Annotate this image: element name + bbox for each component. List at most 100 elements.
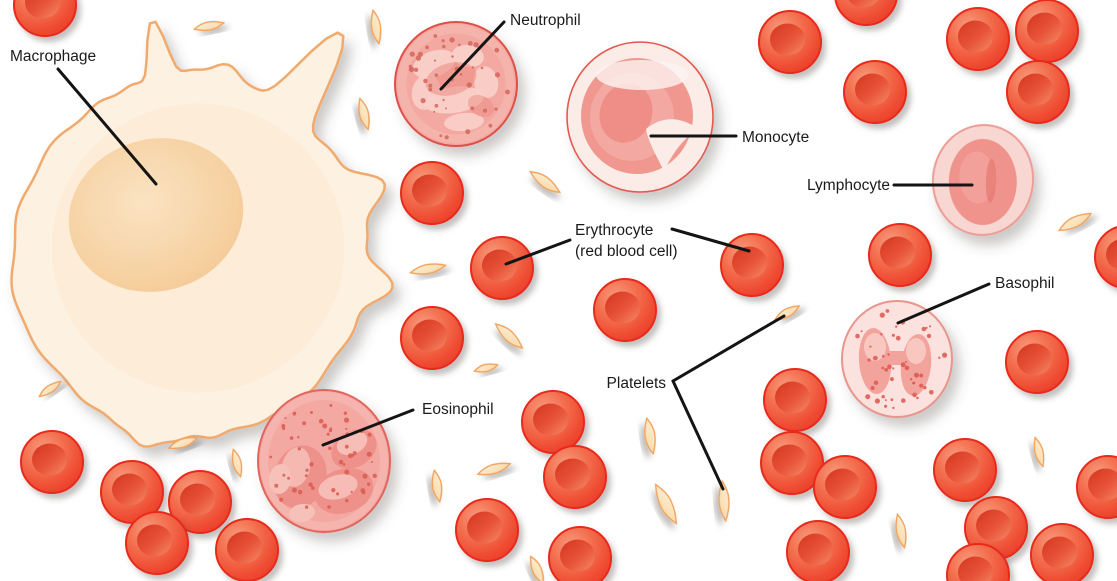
granule-dot bbox=[292, 411, 297, 416]
granule-dot bbox=[451, 55, 454, 58]
granule-dot bbox=[352, 451, 357, 456]
granule-dot bbox=[874, 398, 880, 404]
granule-dot bbox=[327, 505, 331, 509]
erythrocyte-dimple bbox=[605, 291, 640, 324]
platelets-label-text: Platelets bbox=[607, 375, 667, 392]
granule-dot bbox=[350, 490, 353, 493]
erythrocyte-dimple bbox=[112, 473, 147, 506]
granule-dot bbox=[304, 474, 308, 478]
erythrocyte-cell bbox=[1094, 226, 1117, 288]
erythrocyte-dimple bbox=[775, 381, 810, 414]
granule-dot bbox=[297, 447, 301, 451]
granule-dot bbox=[901, 398, 906, 403]
granule-dot bbox=[298, 489, 303, 495]
platelet bbox=[1057, 212, 1093, 232]
granule-dot bbox=[873, 380, 879, 385]
granule-dot bbox=[284, 417, 287, 420]
platelet bbox=[408, 263, 448, 275]
granule-dot bbox=[367, 482, 371, 486]
erythrocyte-cell bbox=[760, 431, 824, 495]
macrophage-nucleus bbox=[68, 138, 244, 292]
platelet-body bbox=[1033, 436, 1045, 468]
platelet-body bbox=[431, 468, 443, 504]
granule-dot bbox=[409, 51, 415, 57]
platelet bbox=[654, 483, 678, 525]
erythrocyte-cell bbox=[13, 0, 77, 37]
granule-dot bbox=[362, 491, 366, 495]
erythrocyte-dimple bbox=[32, 443, 67, 476]
granule-dot bbox=[305, 468, 309, 472]
label-erythrocyte: Erythrocyte(red blood cell) bbox=[504, 222, 751, 266]
granule-dot bbox=[367, 432, 372, 437]
platelet-body bbox=[529, 555, 545, 581]
cell-detail bbox=[906, 338, 926, 364]
label-neutrophil: Neutrophil bbox=[439, 12, 581, 91]
cell-detail bbox=[467, 94, 495, 118]
granule-dot bbox=[467, 41, 473, 46]
granule-dot bbox=[879, 312, 885, 318]
granule-dot bbox=[328, 429, 333, 433]
white-cells-layer bbox=[257, 21, 1035, 533]
erythrocyte-cell bbox=[470, 236, 534, 300]
platelet bbox=[167, 436, 199, 450]
erythrocyte-dimple bbox=[560, 539, 595, 572]
granule-dot bbox=[439, 134, 443, 138]
granule-dot bbox=[338, 459, 344, 465]
granule-dot bbox=[420, 98, 426, 104]
granule-dot bbox=[884, 367, 889, 372]
erythrocyte-dimple bbox=[137, 524, 172, 557]
platelet bbox=[528, 170, 562, 194]
erythrocyte-dimple bbox=[482, 249, 517, 282]
platelet bbox=[895, 512, 907, 550]
erythrocyte-cell bbox=[400, 161, 464, 225]
cell-detail bbox=[444, 112, 484, 132]
erythrocyte-cell bbox=[786, 520, 850, 581]
granule-dot bbox=[345, 427, 348, 431]
granule-dot bbox=[881, 366, 884, 370]
lymphocyte-cell bbox=[931, 124, 1035, 236]
label-lymphocyte: Lymphocyte bbox=[807, 177, 974, 194]
erythrocyte-dimple bbox=[1088, 468, 1117, 501]
macrophage-layer bbox=[10, 20, 394, 448]
granule-dot bbox=[308, 482, 313, 487]
erythrocytes-layer bbox=[13, 0, 1117, 581]
granule-dot bbox=[895, 335, 901, 341]
label-basophil: Basophil bbox=[896, 275, 1054, 325]
granule-dot bbox=[471, 66, 475, 69]
platelets-leader-line bbox=[671, 379, 725, 491]
label-platelets: Platelets bbox=[607, 314, 786, 491]
macrophage-leader-line bbox=[56, 67, 158, 186]
granule-dot bbox=[884, 399, 887, 402]
platelet-body bbox=[408, 263, 448, 275]
granule-dot bbox=[444, 135, 449, 140]
granule-dot bbox=[473, 42, 479, 48]
platelets-leader-line bbox=[671, 314, 786, 383]
erythrocyte-cell bbox=[868, 223, 932, 287]
neutrophil-label-text: Neutrophil bbox=[510, 12, 581, 29]
label-eosinophil: Eosinophil bbox=[321, 401, 494, 447]
granule-dot bbox=[887, 364, 892, 369]
cell-detail bbox=[473, 66, 499, 98]
erythrocyte-cell bbox=[543, 445, 607, 509]
granule-dot bbox=[322, 423, 328, 429]
granule-dot bbox=[362, 473, 368, 479]
monocyte-nucleus-notch bbox=[646, 119, 698, 171]
erythrocyte-dimple bbox=[1027, 12, 1062, 45]
granule-dot bbox=[860, 330, 863, 333]
granule-dot bbox=[891, 333, 895, 337]
granule-dot bbox=[885, 309, 890, 313]
neutrophil-leader-line bbox=[439, 20, 506, 91]
granule-dot bbox=[441, 39, 445, 43]
platelet-body bbox=[1057, 212, 1093, 232]
erythrocyte-cell bbox=[813, 455, 877, 519]
granule-dot bbox=[342, 463, 346, 466]
granule-dot bbox=[865, 394, 871, 400]
granule-dot bbox=[912, 392, 917, 398]
granule-dot bbox=[366, 451, 372, 457]
macrophage-label-text: Macrophage bbox=[10, 48, 96, 65]
erythrocyte-cell bbox=[933, 438, 997, 502]
erythrocyte-dimple bbox=[958, 556, 993, 581]
macrophage-cell bbox=[10, 20, 394, 448]
granule-dot bbox=[425, 45, 429, 50]
erythrocyte-dimple bbox=[945, 451, 980, 484]
